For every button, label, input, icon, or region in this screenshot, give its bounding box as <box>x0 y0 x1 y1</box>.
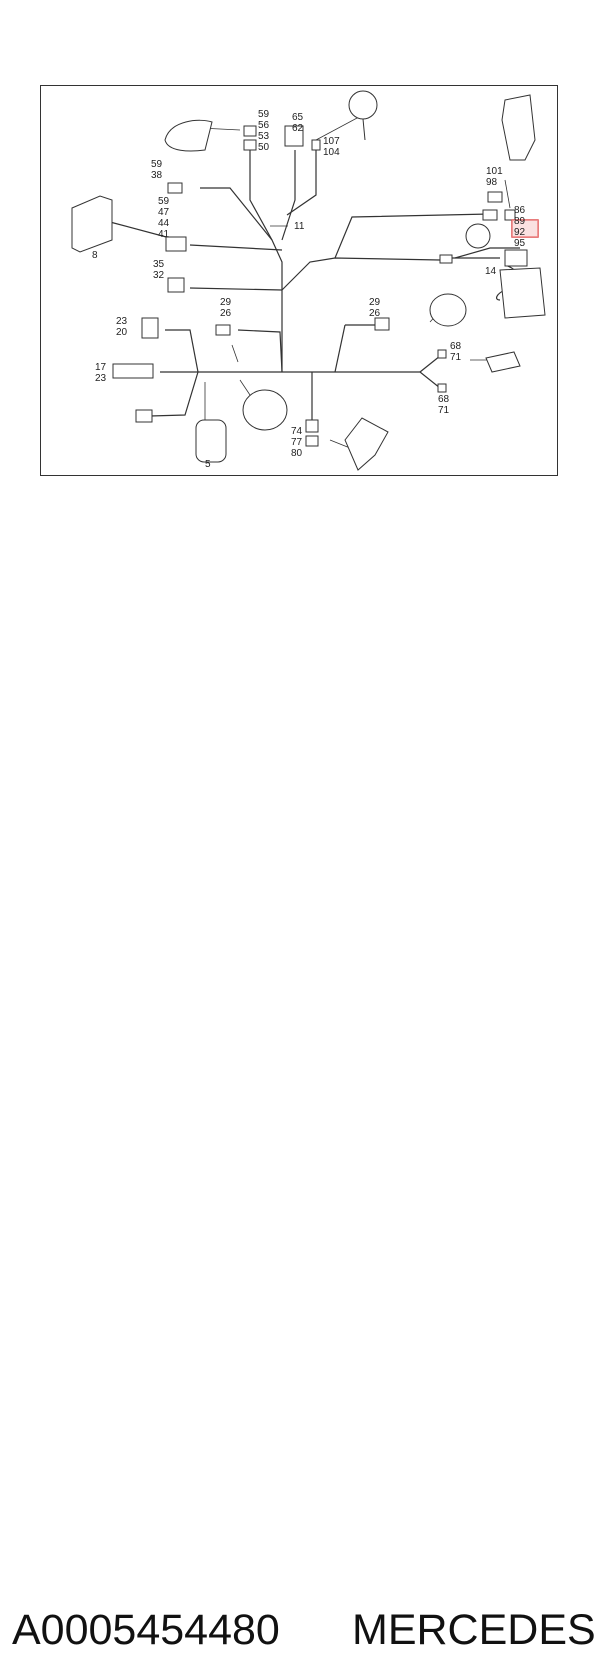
callout-number: 8 <box>92 250 98 261</box>
part-number: A0005454480 <box>12 1606 280 1654</box>
callout-number: 98 <box>486 177 498 188</box>
callout-number: 104 <box>323 147 340 158</box>
callout-number: 62 <box>292 123 304 134</box>
callout-number: 101 <box>486 166 503 177</box>
callout-number: 92 <box>514 227 526 238</box>
tweeter-component <box>429 293 467 327</box>
callout-number: 80 <box>291 448 303 459</box>
wiring-harness-diagram: 5956535065621071041019886899295593859474… <box>71 90 546 471</box>
tool-icon <box>465 223 491 249</box>
harness-trunk <box>249 150 283 372</box>
window-motor-component <box>344 417 389 471</box>
callout-number: 14 <box>485 266 497 277</box>
callout-number: 50 <box>258 142 270 153</box>
callout-number: 68 <box>438 394 450 405</box>
highlight-box <box>511 219 539 238</box>
callout-number: 26 <box>369 308 381 319</box>
callout-c-5: 5 <box>205 459 211 470</box>
callout-number: 89 <box>514 216 526 227</box>
lock-mechanism-component <box>501 94 536 161</box>
callout-number: 68 <box>450 341 462 352</box>
callout-number: 20 <box>116 327 128 338</box>
callout-number: 74 <box>291 426 303 437</box>
callout-number: 17 <box>95 362 107 373</box>
seal-component <box>195 419 227 463</box>
cover-component <box>499 267 546 319</box>
callout-number: 77 <box>291 437 303 448</box>
callout-number: 41 <box>158 229 170 240</box>
callout-number: 5 <box>205 459 211 470</box>
callout-number: 86 <box>514 205 526 216</box>
switch-component <box>485 351 521 373</box>
callout-number: 59 <box>158 196 170 207</box>
control-module-component <box>71 195 113 253</box>
callout-c-11: 11 <box>294 221 305 232</box>
callout-number: 23 <box>95 373 107 384</box>
callout-number: 59 <box>258 109 270 120</box>
callout-number: 56 <box>258 120 270 131</box>
callout-number: 29 <box>220 297 232 308</box>
callout-number: 71 <box>450 352 462 363</box>
callout-number: 107 <box>323 136 340 147</box>
callout-c-14: 14 <box>485 266 497 277</box>
callout-number: 53 <box>258 131 270 142</box>
lamp-component <box>348 90 378 120</box>
callout-number: 26 <box>220 308 232 319</box>
callout-c-8: 8 <box>92 250 98 261</box>
callout-number: 71 <box>438 405 450 416</box>
callout-number: 59 <box>151 159 163 170</box>
callout-number: 11 <box>294 221 305 232</box>
callout-number: 47 <box>158 207 170 218</box>
callout-number: 44 <box>158 218 170 229</box>
brand-name: MERCEDES <box>352 1606 596 1654</box>
callout-number: 95 <box>514 238 526 249</box>
footer: A0005454480 MERCEDES <box>0 800 600 1654</box>
callout-number: 38 <box>151 170 163 181</box>
callout-number: 35 <box>153 259 165 270</box>
callout-number: 23 <box>116 316 128 327</box>
diagram-frame <box>40 85 558 476</box>
callout-number: 29 <box>369 297 381 308</box>
callout-number: 32 <box>153 270 165 281</box>
callout-number: 65 <box>292 112 304 123</box>
mirror-component <box>164 119 213 152</box>
speaker-component <box>242 389 288 431</box>
